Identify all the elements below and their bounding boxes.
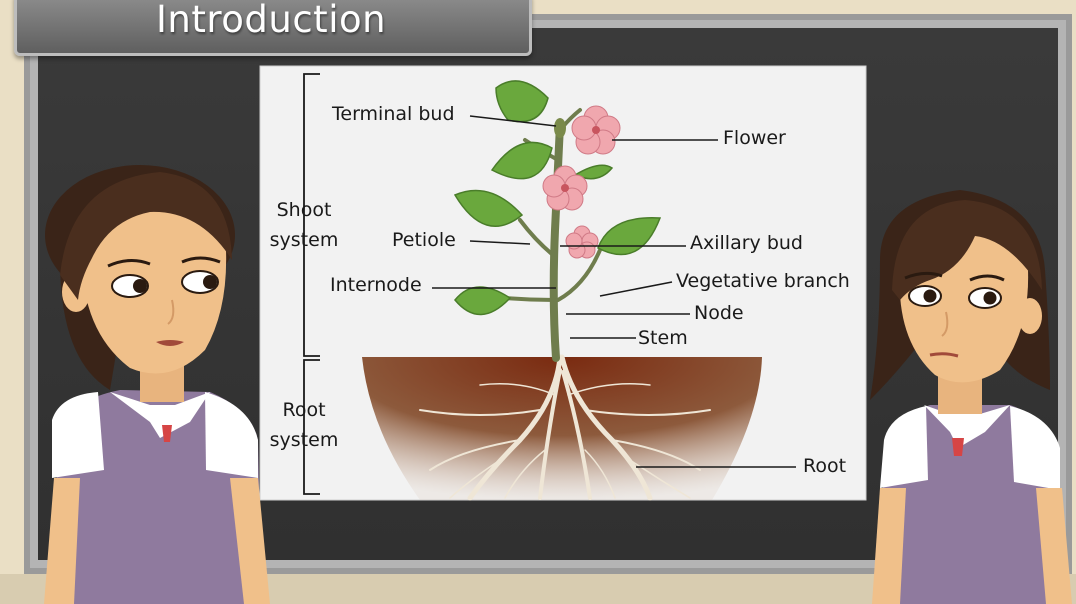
label-petiole: Petiole (392, 229, 456, 251)
label-leaders (432, 115, 796, 468)
terminal-bud-shape (554, 118, 566, 138)
label-vegetative-branch: Vegetative branch (676, 270, 850, 292)
stem (549, 121, 564, 362)
title-banner (14, 0, 532, 56)
soil (362, 357, 762, 500)
roots (419, 354, 711, 501)
page-title: Introduction (156, 0, 387, 41)
student-left (44, 165, 270, 604)
plant-illustration (303, 73, 796, 501)
label-root: Root (803, 455, 847, 477)
label-shoot-system-line1: Shoot (276, 199, 332, 221)
label-root-system-line2: system (269, 429, 339, 451)
student-right (870, 190, 1072, 604)
label-axillary-bud: Axillary bud (690, 232, 803, 254)
label-shoot-system-line2: system (269, 229, 339, 251)
leaves (453, 80, 662, 316)
label-terminal-bud: Terminal bud (332, 103, 455, 125)
label-internode: Internode (330, 274, 422, 296)
label-stem: Stem (638, 327, 688, 349)
label-flower: Flower (723, 127, 786, 149)
group-brackets (303, 73, 320, 495)
label-node: Node (694, 302, 744, 324)
flowers (542, 105, 621, 259)
label-root-system-line1: Root (282, 399, 326, 421)
